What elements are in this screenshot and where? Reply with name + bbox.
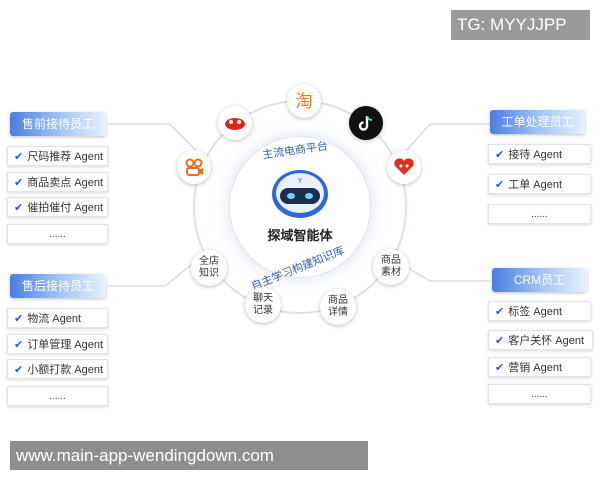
telegram-watermark: TG: MYYJJPP	[451, 10, 590, 40]
ticket-group-title: 工单处理员工	[490, 110, 585, 134]
pinduoduo-icon[interactable]	[387, 150, 421, 184]
product-materials-node[interactable]: 商品 素材	[373, 249, 409, 285]
crm-group-title: CRM员工	[492, 268, 587, 292]
jd-icon[interactable]	[218, 106, 252, 140]
list-item[interactable]: ✔商品卖点 Agent	[7, 172, 108, 192]
svg-text:淘: 淘	[296, 92, 313, 112]
list-item[interactable]: ✔催拍催付 Agent	[7, 197, 108, 217]
check-icon: ✔	[495, 335, 505, 347]
product-details-node[interactable]: 商品 详情	[320, 289, 356, 325]
presales-group-title: 售前接待员工	[10, 112, 106, 136]
more-item[interactable]: ......	[488, 204, 591, 224]
check-icon: ✔	[495, 149, 505, 161]
list-item[interactable]: ✔标签 Agent	[488, 301, 591, 321]
check-icon: ✔	[14, 364, 24, 376]
check-icon: ✔	[14, 339, 24, 351]
check-icon: ✔	[14, 151, 24, 163]
check-icon: ✔	[495, 362, 505, 374]
more-item[interactable]: ......	[7, 224, 108, 244]
check-icon: ✔	[495, 179, 505, 191]
check-icon: ✔	[14, 202, 24, 214]
aftersales-group-title: 售后接待员工	[10, 274, 106, 298]
list-item[interactable]: ✔小额打款 Agent	[7, 359, 108, 379]
taobao-icon[interactable]: 淘	[287, 84, 321, 118]
check-icon: ✔	[495, 306, 505, 318]
svg-text:Y: Y	[297, 177, 303, 185]
douyin-icon[interactable]	[349, 106, 383, 140]
kuaishou-icon[interactable]	[177, 150, 211, 184]
center-title: 探域智能体	[267, 228, 333, 243]
list-item[interactable]: ✔客户关怀 Agent	[488, 330, 593, 350]
robot-logo-icon: Y	[272, 170, 328, 218]
chat-records-node[interactable]: 聊天 记录	[245, 287, 281, 323]
list-item[interactable]: ✔工单 Agent	[488, 174, 591, 194]
more-item[interactable]: ......	[7, 386, 108, 406]
list-item[interactable]: ✔尺码推荐 Agent	[7, 146, 108, 166]
check-icon: ✔	[14, 177, 24, 189]
knowledge-store-node[interactable]: 全店 知识	[191, 250, 227, 286]
list-item[interactable]: ✔订单管理 Agent	[7, 334, 108, 354]
list-item[interactable]: ✔接待 Agent	[488, 144, 591, 164]
check-icon: ✔	[14, 313, 24, 325]
list-item[interactable]: ✔物流 Agent	[7, 308, 108, 328]
url-watermark: www.main-app-wendingdown.com	[10, 441, 368, 470]
list-item[interactable]: ✔营销 Agent	[488, 357, 591, 377]
more-item[interactable]: ......	[488, 384, 591, 404]
